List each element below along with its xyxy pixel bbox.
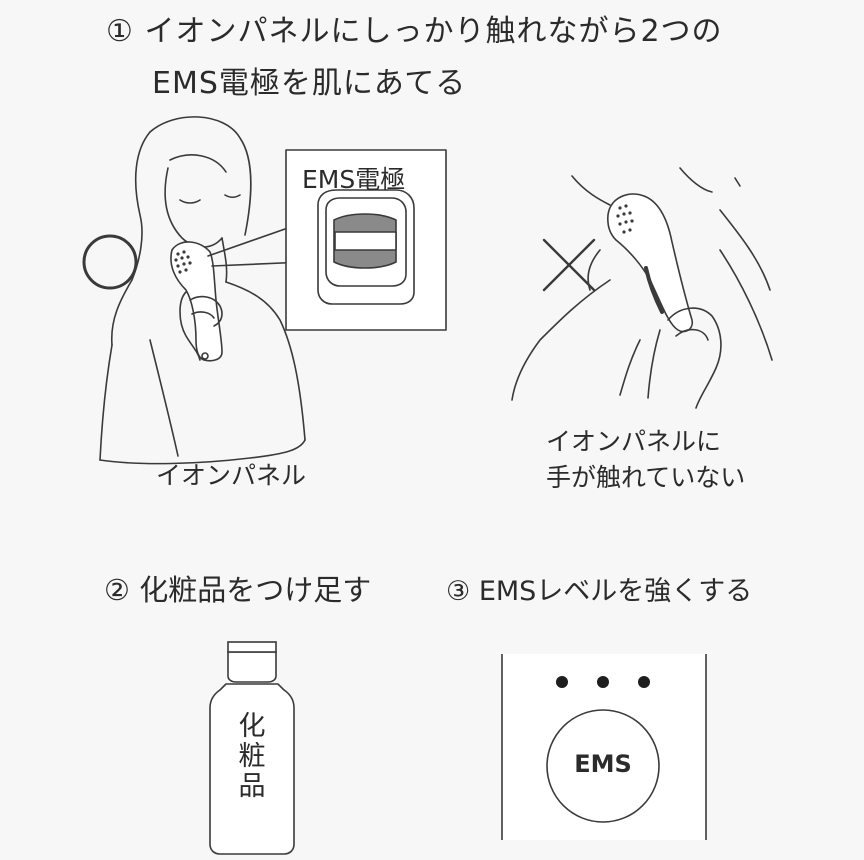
step1-heading: ① イオンパネルにしっかり触れながら2つの EMS電極を肌にあてる — [106, 6, 826, 110]
bottle-label-char-2: 粧 — [238, 741, 266, 772]
bad-device-ion-panel-dots — [616, 204, 634, 234]
step3-heading: ③ EMSレベルを強くする — [446, 572, 752, 612]
ems-button-circle — [546, 709, 660, 823]
good-mark-circle-icon — [82, 234, 138, 290]
cosmetic-bottle-icon — [209, 641, 295, 855]
step2-number: ② — [104, 573, 130, 607]
bottle-label-char-1: 化 — [238, 711, 266, 742]
bad-mark-cross-icon — [542, 238, 596, 292]
bottle-label-char-3: 品 — [238, 771, 266, 802]
bad-caption-line2: 手が触れていない — [546, 463, 746, 492]
level-dot-2 — [597, 676, 609, 688]
bad-example-illustration — [511, 167, 773, 409]
level-dot-3 — [638, 676, 650, 688]
level-dot-1 — [556, 676, 568, 688]
bad-caption-line1: イオンパネルに — [546, 427, 722, 456]
good-example-illustration — [99, 116, 447, 465]
bottle-label: 化 粧 品 — [232, 712, 272, 802]
ems-control-panel — [501, 654, 707, 840]
step1-number: ① — [106, 14, 134, 49]
ems-electrode-callout-label: EMS電極 — [302, 165, 406, 194]
step1-title-line1: イオンパネルにしっかり触れながら2つの — [144, 14, 723, 49]
bad-caption: イオンパネルに 手が触れていない — [546, 424, 745, 496]
step1-title-line2: EMS電極を肌にあてる — [152, 66, 467, 101]
device-ion-panel-dots — [174, 250, 192, 274]
step2-heading: ② 化粧品をつけ足す — [104, 570, 371, 610]
step3-title: EMSレベルを強くする — [478, 576, 753, 607]
step3-number: ③ — [446, 576, 471, 607]
step1-heading-line1: ① イオンパネルにしっかり触れながら2つの — [106, 6, 826, 58]
good-caption: イオンパネル — [156, 461, 307, 490]
ems-button-label: EMS — [574, 750, 632, 778]
step2-title: 化粧品をつけ足す — [139, 573, 372, 607]
